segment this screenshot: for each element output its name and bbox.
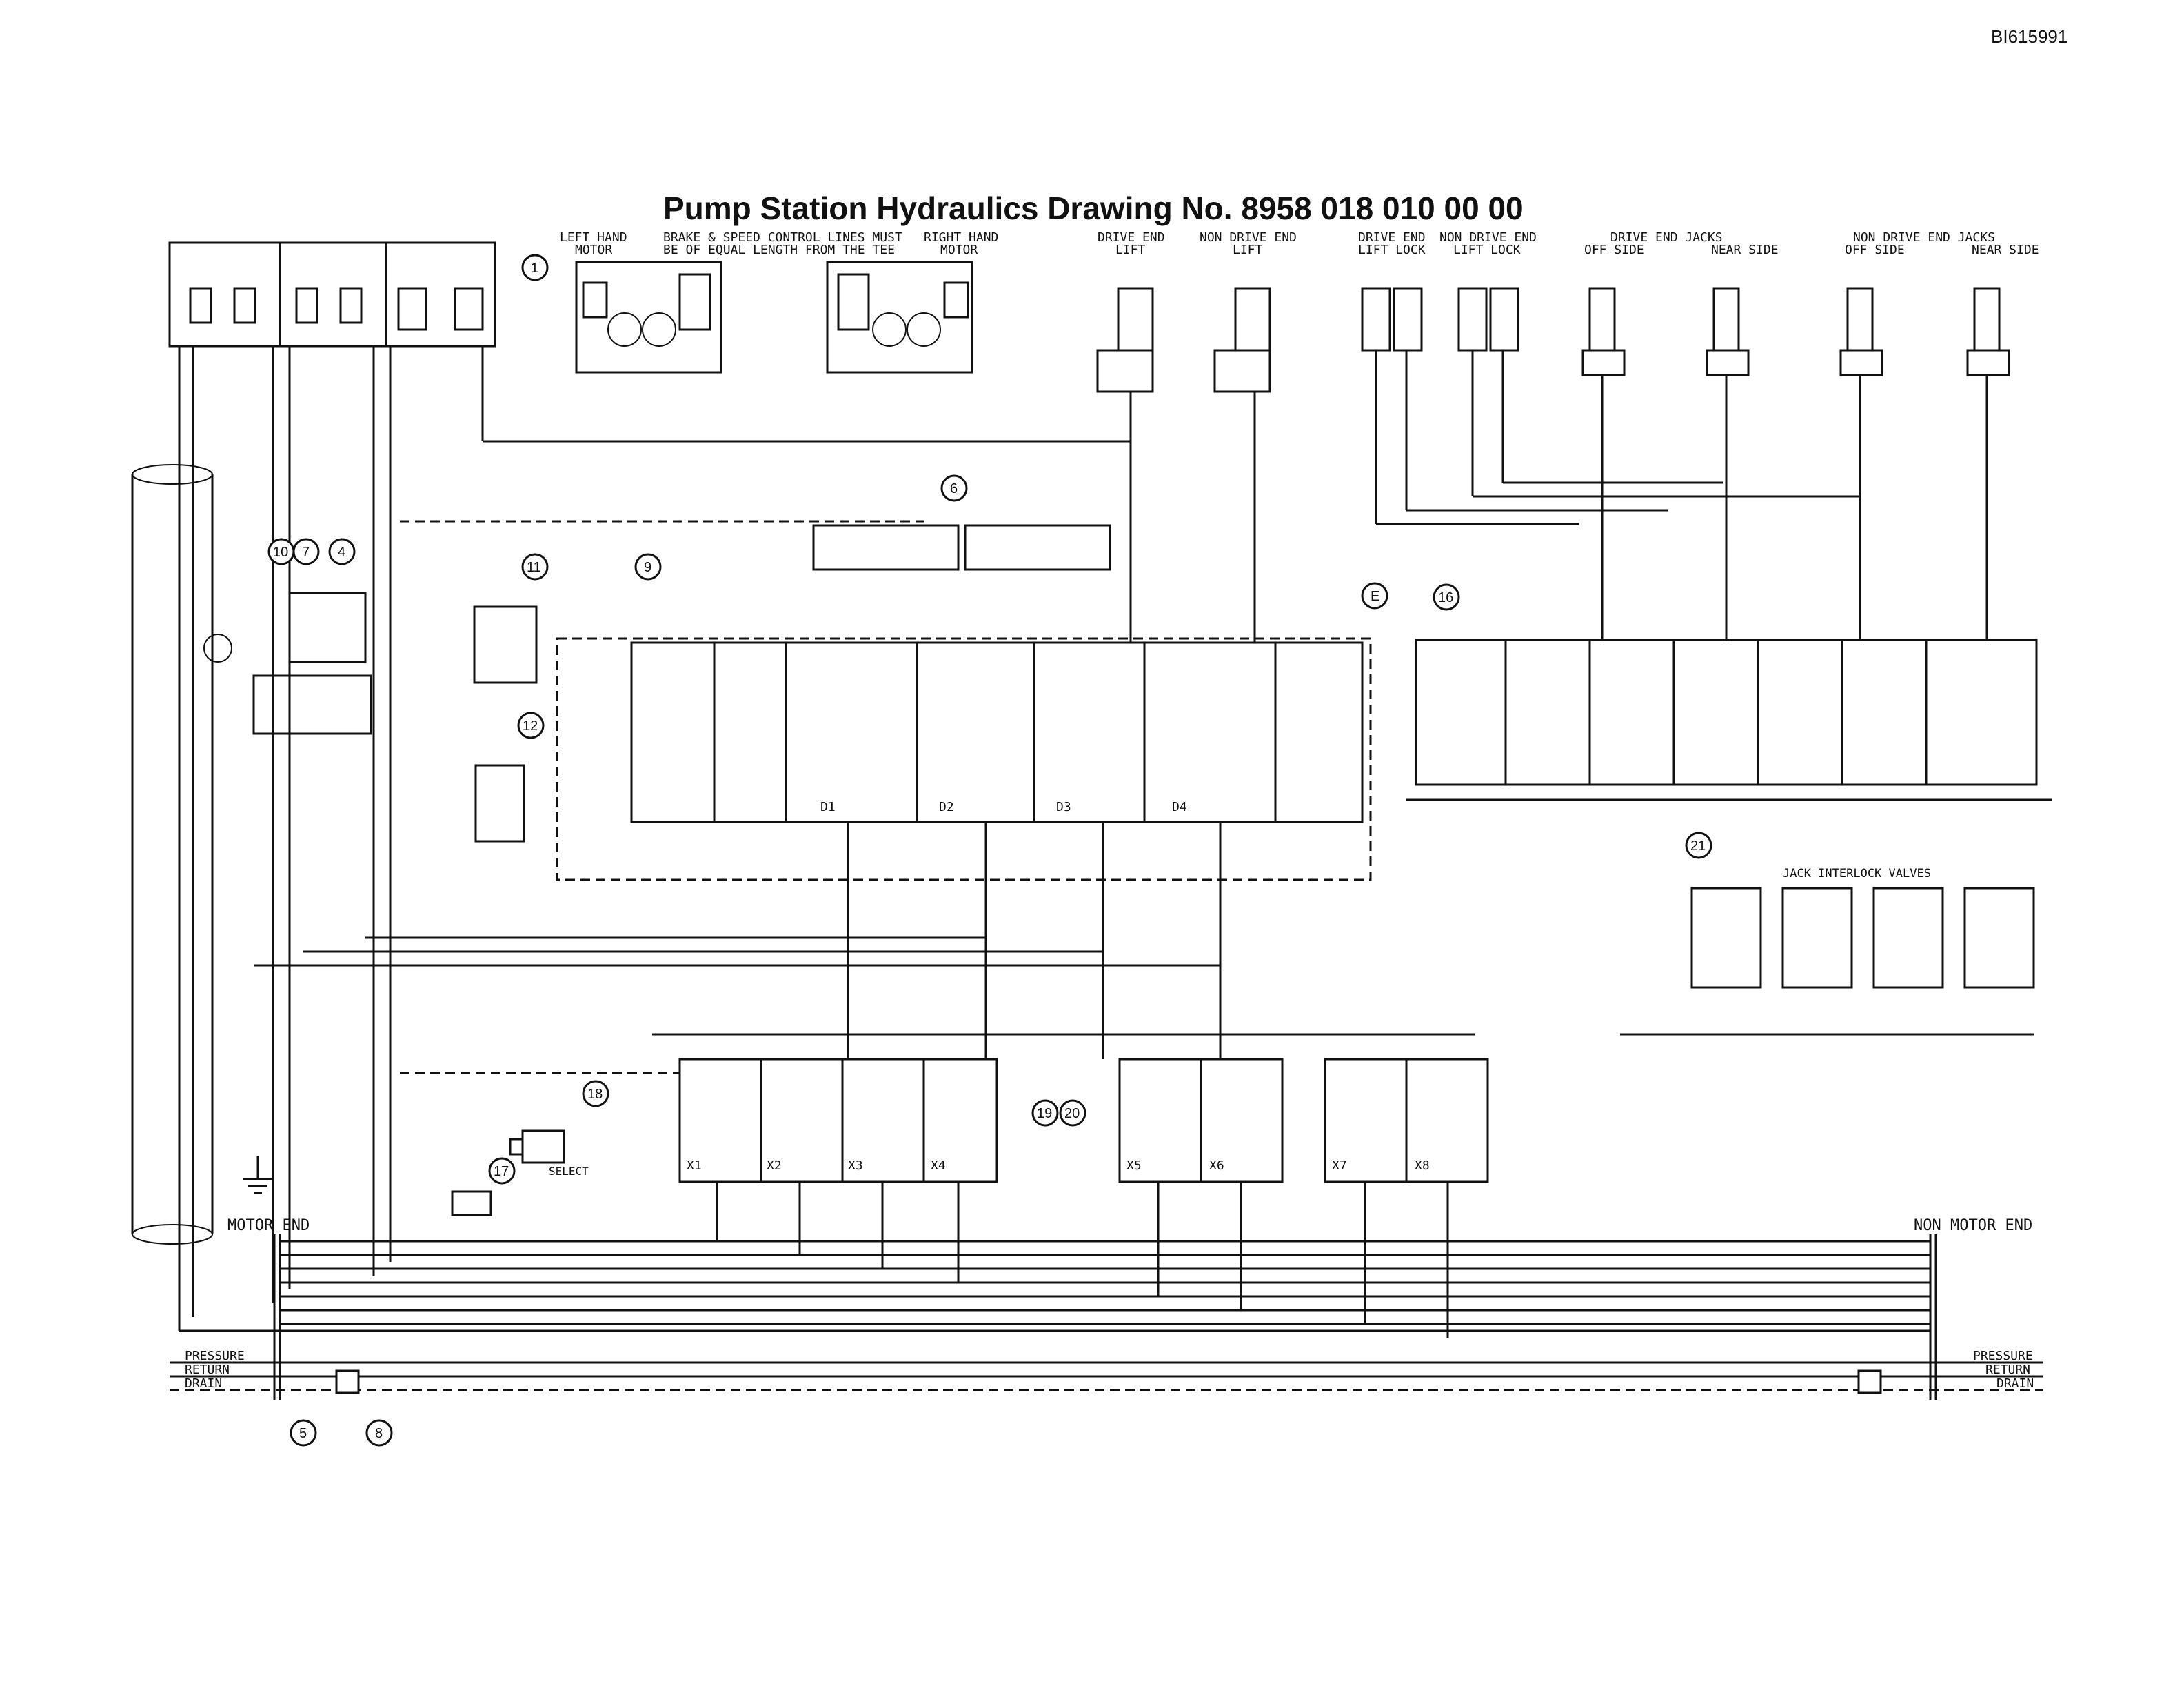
cartridge-x7: X7 xyxy=(1332,1158,1347,1173)
valve-label-d2: D2 xyxy=(939,800,954,814)
motor-end-label: MOTOR END xyxy=(228,1217,310,1234)
callout-21: 21 xyxy=(1690,838,1706,854)
cartridge-x8: X8 xyxy=(1415,1158,1430,1173)
label-right-motor-2: MOTOR xyxy=(940,243,978,257)
label-de-jacks-off: OFF SIDE xyxy=(1584,243,1644,257)
control-valve-block xyxy=(168,241,496,348)
cartridge-x5: X5 xyxy=(1126,1158,1142,1173)
line-label-pressure-right: PRESSURE xyxy=(1973,1349,2033,1363)
cartridge-x2: X2 xyxy=(767,1158,782,1173)
callout-4: 4 xyxy=(338,545,345,560)
callout-16: 16 xyxy=(1438,590,1453,605)
line-label-pressure-left: PRESSURE xyxy=(185,1349,245,1363)
label-nde-lock-1: NON DRIVE END xyxy=(1439,230,1537,245)
label-brake-note-1: BRAKE & SPEED CONTROL LINES MUST xyxy=(663,230,902,245)
callout-17: 17 xyxy=(494,1164,509,1179)
select-label: SELECT xyxy=(549,1165,589,1178)
line-label-drain-right: DRAIN xyxy=(1996,1376,2034,1391)
label-nde-lift-1: NON DRIVE END xyxy=(1200,230,1297,245)
valve-label-d4: D4 xyxy=(1172,800,1187,814)
label-de-lock-1: DRIVE END xyxy=(1358,230,1426,245)
non-motor-end-bus: NON MOTOR END PRESSURE RETURN DRAIN xyxy=(1857,1217,2034,1400)
select-solenoid: SELECT xyxy=(451,1129,589,1216)
callouts: 1 4 5 6 8 9 10 7 11 12 16 17 18 19 20 21… xyxy=(267,254,1712,1447)
label-left-motor-2: MOTOR xyxy=(575,243,612,257)
callout-9: 9 xyxy=(644,560,651,575)
callout-6: 6 xyxy=(950,481,958,496)
label-de-lift-2: LIFT xyxy=(1115,243,1146,257)
motor-end-bus: MOTOR END PRESSURE RETURN DRAIN xyxy=(170,1217,2043,1400)
right-hand-motor xyxy=(826,261,973,374)
label-nde-jacks-near: NEAR SIDE xyxy=(1972,243,2039,257)
callout-20: 20 xyxy=(1064,1106,1080,1121)
cartridge-x4: X4 xyxy=(931,1158,946,1173)
valve-label-d3: D3 xyxy=(1056,800,1071,814)
shuttle-valves xyxy=(812,524,1111,571)
line-label-return-left: RETURN xyxy=(185,1363,230,1377)
ground-symbol xyxy=(243,1156,273,1194)
line-label-return-right: RETURN xyxy=(1985,1363,2030,1377)
label-brake-note-2: BE OF EQUAL LENGTH FROM THE TEE xyxy=(663,243,895,257)
callout-12: 12 xyxy=(523,719,538,734)
callout-10: 10 xyxy=(273,545,288,560)
jack-valve-bank xyxy=(1415,639,2038,786)
callout-1: 1 xyxy=(531,261,538,276)
label-de-jacks-near: NEAR SIDE xyxy=(1711,243,1779,257)
callout-7: 7 xyxy=(302,545,310,560)
callout-11: 11 xyxy=(527,560,541,575)
label-de-lock-2: LIFT LOCK xyxy=(1358,243,1426,257)
label-de-jacks-1: DRIVE END JACKS xyxy=(1610,230,1723,245)
jack-interlock-valves: JACK INTERLOCK VALVES xyxy=(1690,867,2035,989)
label-nde-lift-2: LIFT xyxy=(1233,243,1263,257)
label-de-lift-1: DRIVE END xyxy=(1098,230,1165,245)
line-label-drain-left: DRAIN xyxy=(185,1376,222,1391)
non-motor-end-label: NON MOTOR END xyxy=(1914,1217,2032,1234)
cartridge-x1: X1 xyxy=(687,1158,702,1173)
callout-18: 18 xyxy=(587,1087,603,1102)
hose-bundle xyxy=(131,464,214,1245)
callout-5: 5 xyxy=(299,1426,307,1441)
label-right-motor-1: RIGHT HAND xyxy=(924,230,998,245)
left-hand-motor xyxy=(575,261,722,374)
lift-cylinders xyxy=(1096,287,1519,393)
connection-lines xyxy=(178,346,2052,1338)
valve-label-d1: D1 xyxy=(820,800,836,814)
jack-interlock-label: JACK INTERLOCK VALVES xyxy=(1783,867,1931,881)
filter-components xyxy=(203,592,538,843)
drawing-title: Pump Station Hydraulics Drawing No. 8958… xyxy=(663,190,1524,226)
cartridge-x3: X3 xyxy=(848,1158,863,1173)
top-labels: LEFT HAND MOTOR BRAKE & SPEED CONTROL LI… xyxy=(560,230,2039,257)
jack-cylinders xyxy=(1581,287,2010,376)
label-left-motor-1: LEFT HAND xyxy=(560,230,627,245)
callout-19: 19 xyxy=(1037,1106,1052,1121)
cartridge-x6: X6 xyxy=(1209,1158,1224,1173)
label-nde-jacks-off: OFF SIDE xyxy=(1845,243,1905,257)
cartridge-blocks: X1 X2 X3 X4 X5 X6 X7 X8 xyxy=(678,1058,1489,1183)
document-reference: BI615991 xyxy=(1991,26,2067,47)
callout-3: E xyxy=(1371,589,1379,604)
label-nde-jacks-1: NON DRIVE END JACKS xyxy=(1853,230,1995,245)
callout-8: 8 xyxy=(375,1426,383,1441)
label-nde-lock-2: LIFT LOCK xyxy=(1453,243,1521,257)
main-valve-bank: D1 D2 D3 D4 xyxy=(556,637,1372,881)
